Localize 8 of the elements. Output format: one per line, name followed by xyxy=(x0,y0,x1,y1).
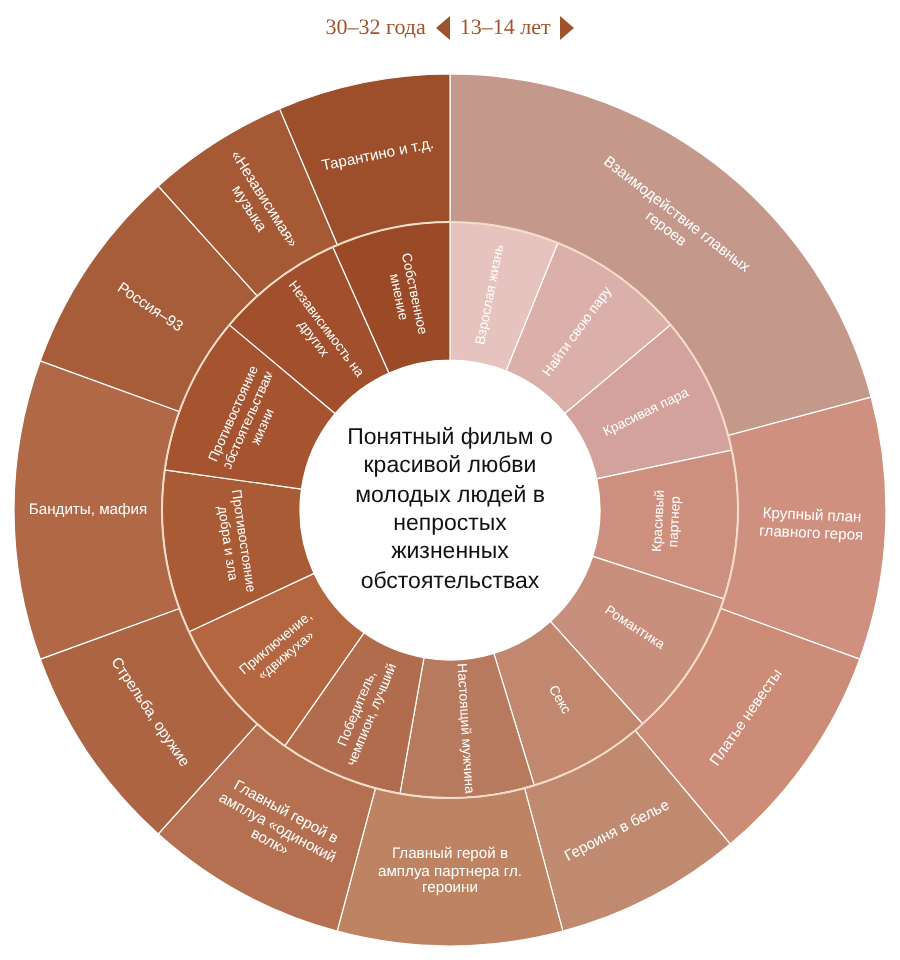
ring-segment xyxy=(399,652,535,799)
ring-segment xyxy=(13,360,180,660)
ring-segment xyxy=(592,449,739,600)
center-label: Понятный фильм о красивой любви молодых людей в непростых жизненных обстоятельствах xyxy=(345,423,555,597)
ring-segment xyxy=(720,396,887,660)
age-label: 13–14 лет xyxy=(459,16,551,40)
ring-segment xyxy=(549,555,725,725)
age-label: 30–32 года xyxy=(325,16,426,40)
